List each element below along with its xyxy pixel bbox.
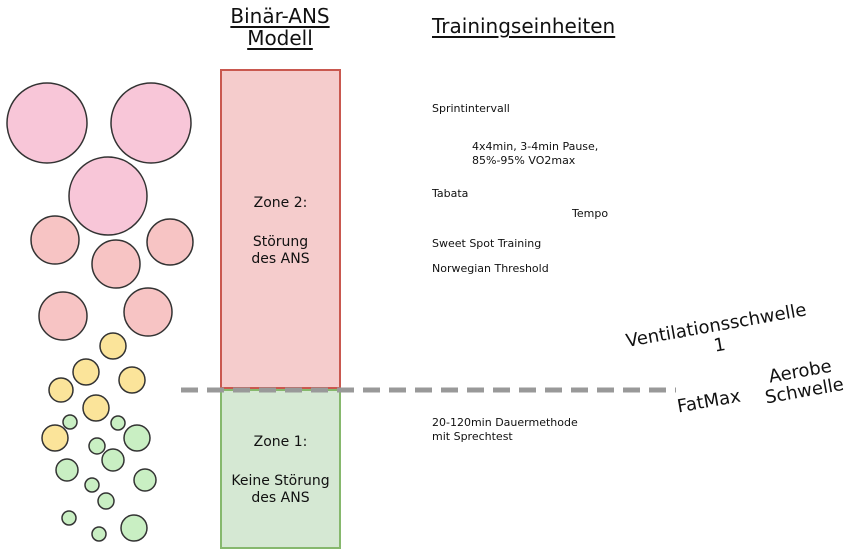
ball-green — [101, 448, 125, 472]
ball-yellow — [48, 377, 74, 403]
zone-2-title: Zone 2: — [253, 195, 308, 211]
ball-yellow — [72, 358, 100, 386]
ball-pink-medium — [91, 239, 141, 289]
ball-green — [88, 437, 106, 455]
ball-pink-large — [110, 82, 192, 164]
zone-2-desc-line2: des ANS — [251, 251, 310, 267]
ball-yellow — [118, 366, 146, 394]
ball-green — [123, 424, 151, 452]
ball-green — [61, 510, 77, 526]
training-endurance-line1: 20-120min Dauermethode — [432, 416, 578, 429]
zone-1-desc-line1: Keine Störung — [231, 473, 330, 489]
ball-green — [110, 415, 126, 431]
training-endurance-line2: mit Sprechtest — [432, 430, 513, 443]
ball-yellow — [99, 332, 127, 360]
training-norwegian-threshold: Norwegian Threshold — [432, 262, 549, 275]
training-tempo: Tempo — [572, 207, 609, 220]
ball-green — [62, 414, 78, 430]
zone-2-desc-line1: Störung — [252, 234, 309, 250]
zone-2-description: Störung des ANS — [222, 234, 339, 268]
model-title-line2: Modell — [247, 26, 313, 50]
ball-green — [91, 526, 107, 542]
ball-green — [97, 492, 115, 510]
training-intervals-line1: 4x4min, 3-4min Pause, — [472, 140, 599, 153]
ball-green — [133, 468, 157, 492]
training-tabata: Tabata — [432, 187, 469, 200]
training-intervals: 4x4min, 3-4min Pause, 85%-95% VO2max — [472, 140, 598, 168]
ball-green — [120, 514, 148, 542]
training-endurance: 20-120min Dauermethode mit Sprechtest — [432, 416, 578, 444]
ball-pink-medium — [30, 215, 80, 265]
training-intervals-line2: 85%-95% VO2max — [472, 154, 576, 167]
ball-pink-large — [6, 82, 88, 164]
training-sprint: Sprintintervall — [432, 102, 510, 115]
ball-pink-medium — [38, 291, 88, 341]
training-sweet-spot: Sweet Spot Training — [432, 237, 542, 250]
training-title: Trainingseinheiten — [432, 14, 616, 38]
ball-pink-medium — [146, 218, 194, 266]
zone-1-title: Zone 1: — [253, 434, 308, 450]
model-title: Binär-ANS Modell — [210, 5, 350, 49]
ball-yellow — [41, 424, 69, 452]
zone-1-desc-line2: des ANS — [251, 490, 310, 506]
ball-yellow — [82, 394, 110, 422]
zone-2-box: Zone 2: Störung des ANS — [220, 69, 341, 389]
zone-1-description: Keine Störung des ANS — [222, 473, 339, 507]
ball-green — [55, 458, 79, 482]
ball-pink-medium — [123, 287, 173, 337]
zone-1-box: Zone 1: Keine Störung des ANS — [220, 389, 341, 549]
model-title-line1: Binär-ANS — [230, 4, 330, 28]
ball-green — [84, 477, 100, 493]
ball-pink-large — [68, 156, 148, 236]
